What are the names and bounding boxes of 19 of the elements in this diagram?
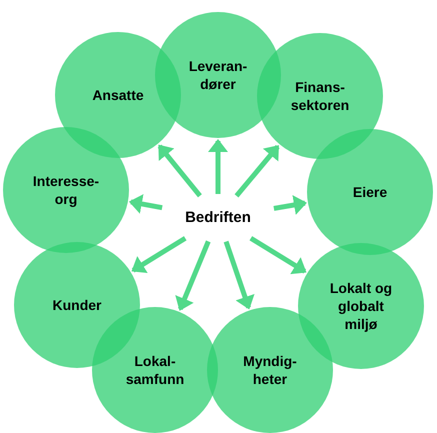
arrow xyxy=(208,139,228,194)
arrow xyxy=(224,240,255,310)
node-label: Finans- sektoren xyxy=(290,78,350,114)
node-label: Leveran- dører xyxy=(188,57,248,93)
arrow xyxy=(273,195,307,215)
arrow xyxy=(234,145,280,198)
node-label: Interesse- org xyxy=(32,172,100,208)
node-label: Eiere xyxy=(352,183,388,201)
node-label: Lokal- samfunn xyxy=(124,352,186,388)
arrow xyxy=(250,236,306,274)
arrow xyxy=(158,144,202,198)
node-label: Lokalt og globalt miljø xyxy=(328,279,394,333)
node-label: Kunder xyxy=(52,296,102,314)
node-label: Bedriften xyxy=(185,208,251,228)
node-label: Myndig- heter xyxy=(242,352,298,388)
arrow xyxy=(128,194,163,214)
node-label: Ansatte xyxy=(92,86,144,104)
arrow xyxy=(131,236,187,274)
arrow xyxy=(175,240,211,311)
